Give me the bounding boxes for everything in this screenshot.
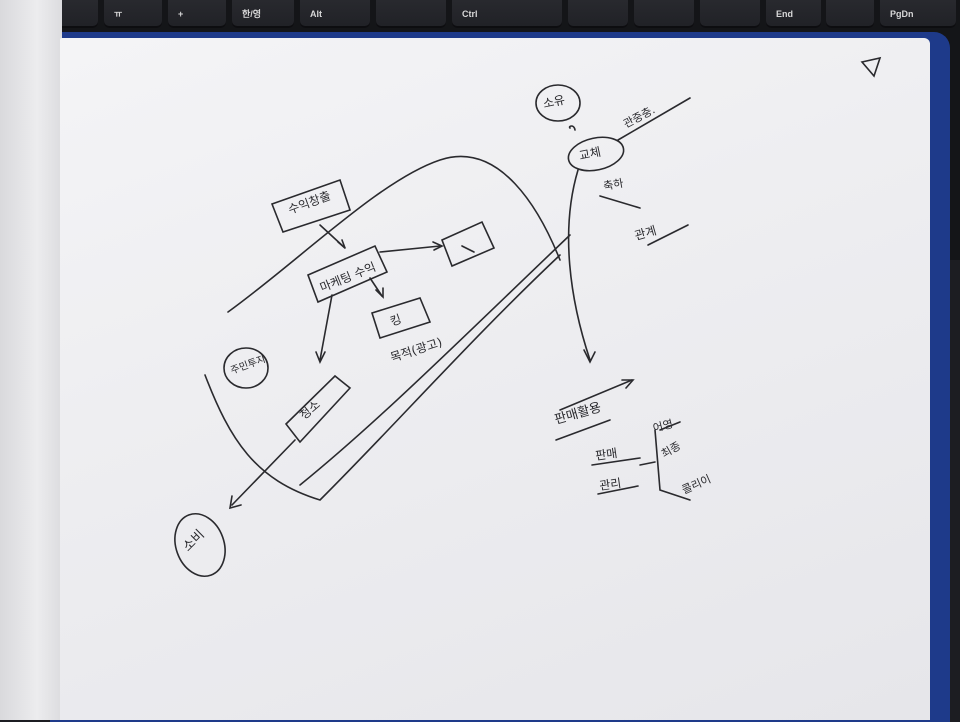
note-branch-a: 어영 (652, 417, 675, 435)
note-left-col-2: 관리 (598, 476, 622, 493)
note-header-bottom: 판매활용 (553, 400, 603, 428)
key-end: End (766, 0, 821, 28)
box-bottom (284, 374, 352, 444)
box-mid (306, 244, 389, 304)
box-top (270, 178, 352, 233)
notebook-page (60, 38, 930, 720)
key-ctrl: Ctrl (452, 0, 562, 28)
key-arrow (568, 0, 628, 28)
note-flow-top: 수익창출 (286, 189, 332, 217)
circle-right-top (535, 84, 581, 122)
note-right-top-circle: 소유 (542, 93, 567, 111)
key-pgdn: PgDn (880, 0, 956, 28)
note-flow-left-circle: 주민투자 (229, 353, 268, 377)
key-hanyoung: 한/영 (232, 0, 294, 28)
key-blank-1 (634, 0, 694, 28)
box-right (440, 220, 496, 268)
corner-mark-icon (860, 56, 882, 78)
note-flow-center-box: 킹 (388, 312, 403, 329)
key-spacer (376, 0, 446, 28)
key-blank-3 (826, 0, 874, 28)
note-branch-c: 콜리이 (680, 473, 713, 497)
note-flow-bottom-box: 청소 (297, 397, 323, 422)
note-right-oval: 교체 (578, 145, 603, 163)
key-yu: ㅠ (104, 0, 162, 28)
circle-left (223, 347, 269, 389)
box-center (370, 297, 432, 340)
key-plus: + (168, 0, 226, 28)
note-right-branch-1: 관중충. (621, 103, 657, 130)
note-branch-b: 최종 (659, 439, 683, 460)
key-alt: Alt (300, 0, 370, 28)
circle-bottom (174, 513, 226, 577)
keyboard: ㅍ ㅠ + 한/영 Alt Ctrl End PgDn (0, 0, 960, 40)
note-right-branch-2: 축하 (602, 176, 624, 193)
note-right-branch-3: 관계 (633, 223, 658, 243)
oval-right (567, 136, 625, 172)
note-flow-center-caption: 목적(광고) (389, 335, 444, 365)
note-left-col-1: 판매 (594, 446, 618, 463)
notebook-spine (0, 0, 62, 720)
key-blank-2 (700, 0, 760, 28)
note-flow-bottom-circle: 소비 (180, 527, 208, 555)
